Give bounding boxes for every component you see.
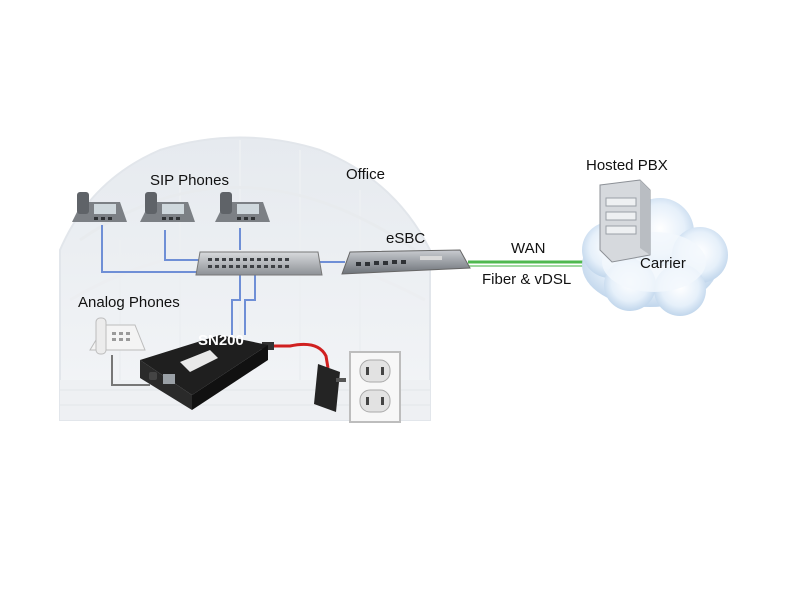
wall-outlet [349, 351, 401, 423]
label-fiber-vdsl: Fiber & vDSL [482, 271, 572, 288]
hosted-pbx-server [599, 179, 651, 263]
label-sip-phones: SIP Phones [150, 172, 229, 189]
analog-phone-cord [111, 355, 150, 386]
label-wan: WAN [511, 240, 546, 257]
label-analog-phones: Analog Phones [78, 294, 180, 311]
label-sn200: SN200 [198, 332, 244, 349]
power-cord [268, 342, 330, 369]
ethernet-switch [195, 251, 323, 276]
label-carrier: Carrier [640, 255, 686, 272]
sip-phone-3 [215, 192, 270, 222]
lan-cabling [101, 225, 345, 335]
sip-phone-2 [140, 192, 195, 222]
label-hosted-pbx: Hosted PBX [586, 157, 668, 174]
power-adapter [314, 364, 346, 412]
wan-link [468, 260, 595, 267]
sip-phone-1 [72, 192, 127, 222]
analog-phone [89, 317, 146, 355]
sn200-device [140, 335, 268, 410]
label-office: Office [346, 166, 385, 183]
label-esbc: eSBC [386, 230, 426, 247]
esbc-appliance [341, 249, 471, 275]
